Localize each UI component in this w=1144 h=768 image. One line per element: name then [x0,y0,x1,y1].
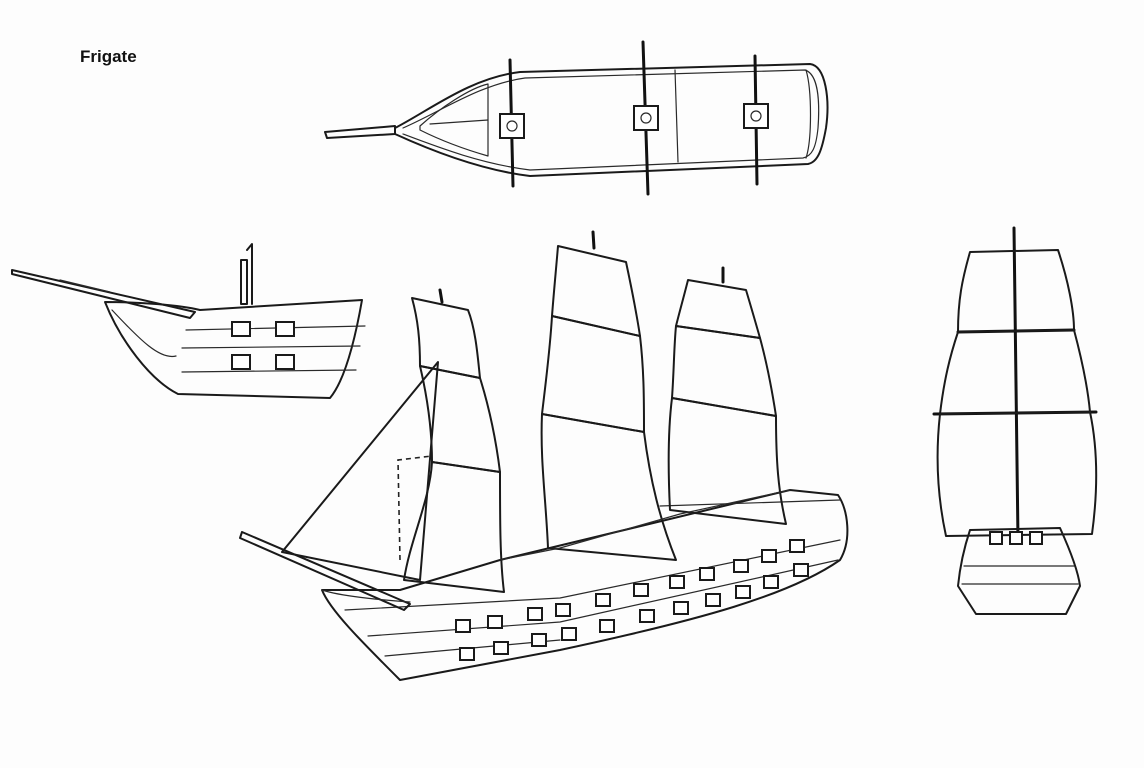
main-ship-drawing [239,230,849,681]
stern-view-drawing [932,226,1098,615]
top-view-drawing [324,40,829,196]
bow-detail-drawing [11,243,366,399]
page-title: Frigate [80,47,137,66]
